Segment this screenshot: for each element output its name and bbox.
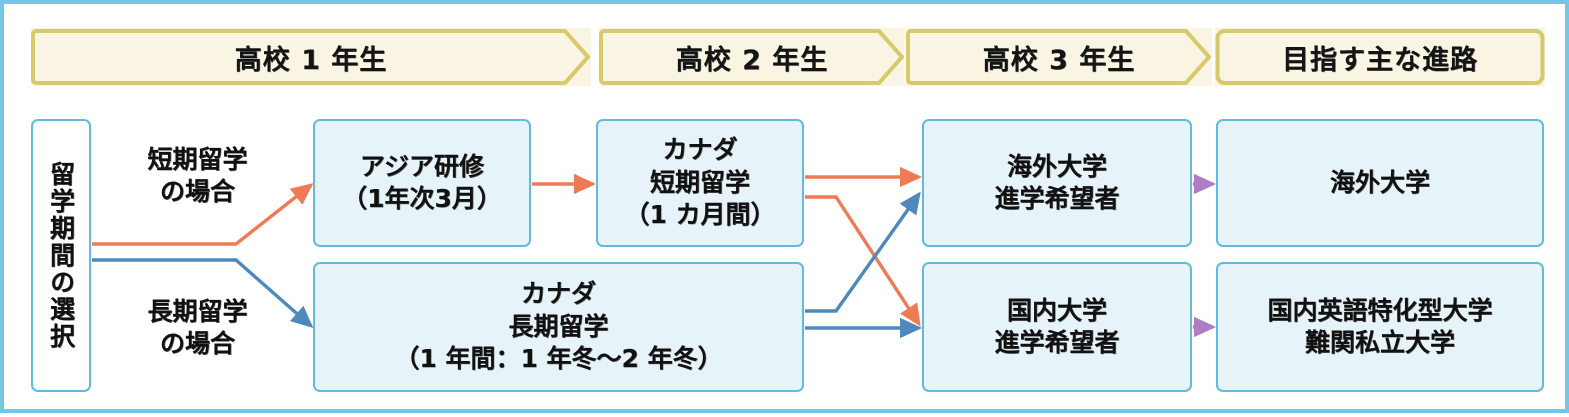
chevron-shape-icon [599,29,904,85]
arrow-canada-short-to-domestic-hope [805,195,921,327]
box-label-overseas-univ-hope: 海外大学 進学希望者 [994,151,1120,214]
rounded-banner-shape-icon [1215,29,1545,85]
header-label-grade2: 高校 2 年生 [675,44,829,76]
header-label-destination: 目指す主な進路 [1282,44,1478,76]
header-banner-grade3: 高校 3 年生 [906,28,1212,86]
box-label-canada-short: カナダ 短期留学 （1 カ月間） [624,135,776,230]
header-label-grade1: 高校 1 年生 [234,44,388,76]
box-canada-long: カナダ 長期留学 （1 年間：1 年冬〜2 年冬） [313,262,804,392]
path-label-long-term: 長期留学 の場合 [147,297,248,358]
choice-box-study-period: 留学期間の選択 [31,119,91,392]
box-label-asia-training: アジア研修 （1年次3月） [342,151,502,214]
header-label-grade3: 高校 3 年生 [982,44,1136,76]
header-banner-grade1: 高校 1 年生 [31,28,591,86]
box-label-canada-long: カナダ 長期留学 （1 年間：1 年冬〜2 年冬） [394,279,723,374]
box-domestic-univ-hope: 国内大学 進学希望者 [922,262,1192,392]
chevron-shape-icon [906,29,1211,85]
arrow-canada-long-to-overseas-hope [805,191,921,313]
box-canada-short: カナダ 短期留学 （1 カ月間） [596,119,804,247]
box-domestic-univ: 国内英語特化型大学 難関私立大学 [1216,262,1544,392]
header-banner-grade2: 高校 2 年生 [599,28,905,86]
box-label-domestic-univ: 国内英語特化型大学 難関私立大学 [1267,295,1493,358]
box-label-overseas-univ: 海外大学 [1329,167,1430,197]
box-label-domestic-univ-hope: 国内大学 進学希望者 [994,295,1120,358]
path-label-short-term: 短期留学 の場合 [147,145,248,206]
box-overseas-univ-hope: 海外大学 進学希望者 [922,119,1192,247]
box-asia-training: アジア研修 （1年次3月） [313,119,531,247]
box-overseas-univ: 海外大学 [1216,119,1544,247]
choice-box-label: 留学期間の選択 [46,161,76,350]
chevron-shape-icon [31,29,590,85]
header-banner-destination: 目指す主な進路 [1215,28,1545,86]
